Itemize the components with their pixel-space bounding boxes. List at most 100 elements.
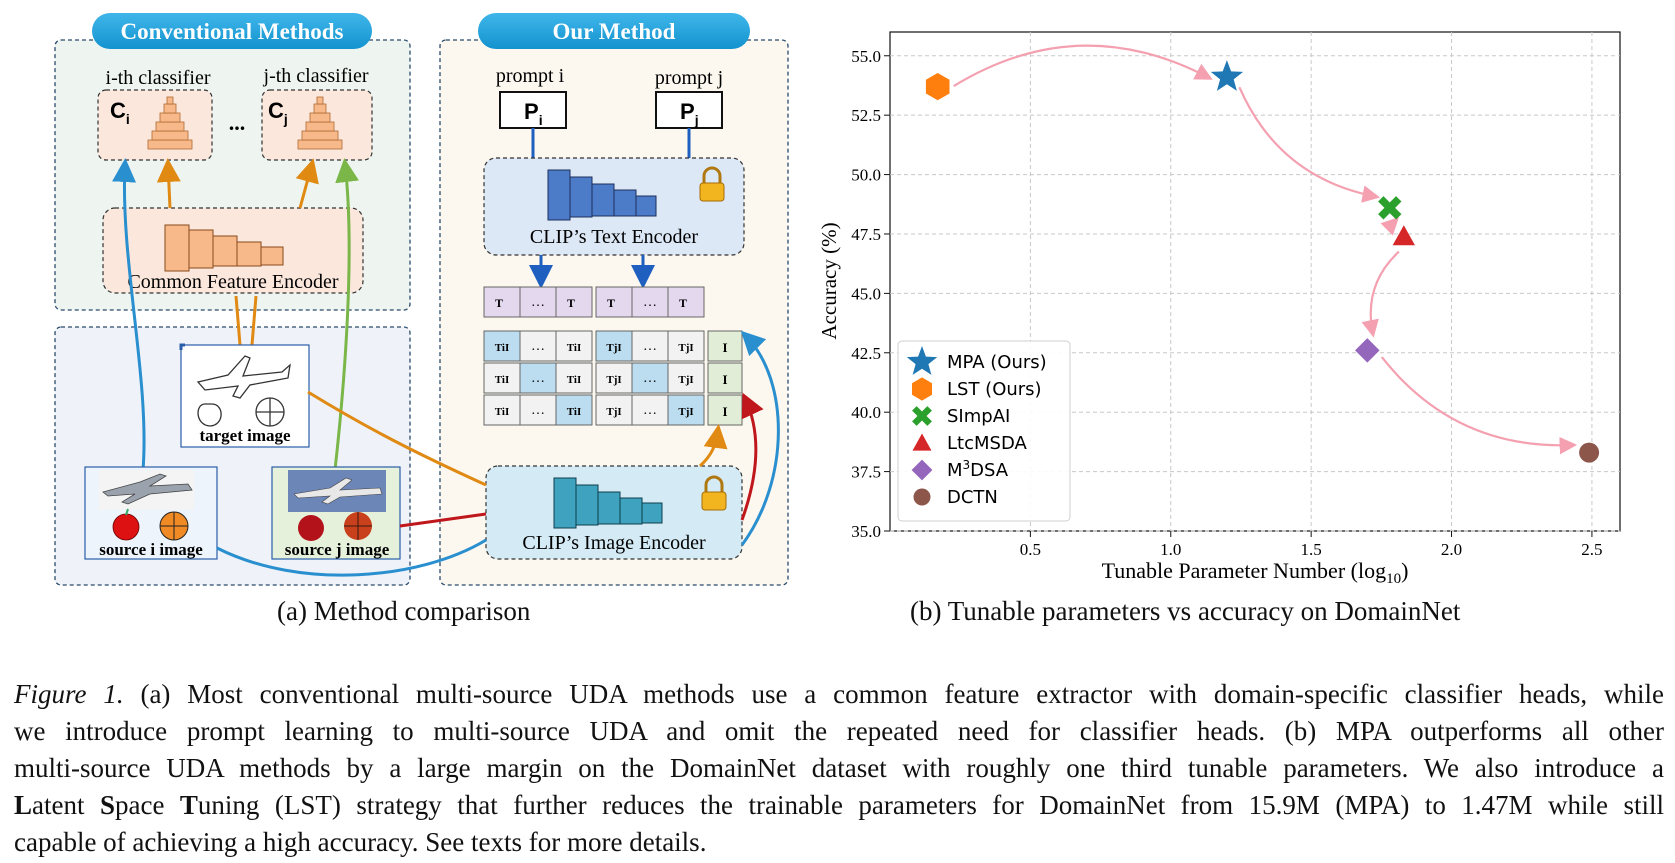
caption-line-3: multi-source UDA methods by a large marg… xyxy=(14,753,1664,783)
trend-arrows xyxy=(953,44,1578,455)
sim-cell xyxy=(595,362,633,394)
sim-cell-dots: … xyxy=(643,371,657,386)
legend-marker-hexagon xyxy=(912,377,932,401)
token-tik: T xyxy=(567,296,575,310)
sim-cell xyxy=(519,362,557,394)
sim-cell xyxy=(631,330,669,362)
sim-cell xyxy=(631,362,669,394)
sim-cell xyxy=(555,330,593,362)
sim-cell xyxy=(667,362,705,394)
legend-marker-star xyxy=(906,346,938,375)
legend-marker-circle xyxy=(913,488,931,506)
sim-cell-dots: … xyxy=(531,339,545,354)
y-tick-label: 50.0 xyxy=(851,166,881,185)
subcaption-a: (a) Method comparison xyxy=(277,596,531,626)
arrow-target-to-image-encoder xyxy=(307,390,487,487)
token-tj-dots: … xyxy=(643,295,657,310)
legend-label: SImpAI xyxy=(947,406,1010,427)
common-encoder-blocks-icon xyxy=(164,224,284,272)
prompt-j-box xyxy=(655,91,723,129)
classifier-ellipsis: ... xyxy=(229,110,246,135)
y-tick-label: 35.0 xyxy=(851,522,881,541)
text-tokens-i: T … T xyxy=(483,286,593,318)
legend-label: M3DSA xyxy=(947,458,1009,481)
legend-marker-triangle xyxy=(912,433,932,451)
sim-cell-label: TjI xyxy=(606,406,621,418)
conventional-title-pill xyxy=(92,13,372,49)
sim-cell-label: TjI xyxy=(606,374,621,386)
prompt-j-symbol: Pj xyxy=(680,99,699,128)
y-tick-label: 47.5 xyxy=(851,225,881,244)
sim-cell xyxy=(519,330,557,362)
prompt-i-label: prompt i xyxy=(496,65,565,87)
trend-arrow xyxy=(1361,250,1400,338)
y-tick-label: 55.0 xyxy=(851,47,881,66)
point-ltcmsda xyxy=(1392,225,1415,246)
arrow-target-to-encoder xyxy=(234,295,258,346)
x-tick-label: 2.0 xyxy=(1441,540,1462,559)
panel-b-chart: 35.037.540.042.545.047.550.052.555.0 0.5… xyxy=(817,31,1621,587)
sim-cell xyxy=(667,330,705,362)
source-j-photo xyxy=(288,470,386,541)
legend-label: LST (Ours) xyxy=(947,379,1042,400)
prompt-j-label: prompt j xyxy=(655,67,723,89)
arrow-source-i-to-image-encoder xyxy=(216,538,487,577)
classifier-i-symbol: Ci xyxy=(110,98,130,127)
panel-a-method-comparison: Conventional Methods Our Method i-th cla… xyxy=(54,13,789,586)
sim-cell-label: TiI xyxy=(495,374,509,386)
y-tick-label: 42.5 xyxy=(851,344,881,363)
prompt-i-symbol: Pi xyxy=(524,99,543,128)
x-axis-label: Tunable Parameter Number (log10) xyxy=(1102,558,1409,587)
text-encoder-lock-icon xyxy=(699,166,725,202)
point-lst-ours xyxy=(925,73,950,101)
classifier-i-pyramid-icon xyxy=(147,96,193,150)
legend: MPA (Ours)LST (Ours)SImpAILtcMSDAM3DSADC… xyxy=(897,340,1071,522)
point-mpa-ours xyxy=(1210,60,1244,91)
source-i-photo xyxy=(99,470,194,541)
sim-cell-label: TiI xyxy=(567,374,581,386)
source-j-image-label: source j image xyxy=(285,540,390,559)
arrow-image-encoder-to-i1 xyxy=(740,330,780,546)
caption-line-4: Latent Space Tuning (LST) strategy that … xyxy=(14,790,1664,820)
subcaption-b: (b) Tunable parameters vs accuracy on Do… xyxy=(910,596,1461,626)
trend-arrow xyxy=(1380,356,1578,455)
classifier-i-label: i-th classifier xyxy=(106,67,211,89)
trend-arrow xyxy=(1238,86,1381,203)
x-tick-label: 2.5 xyxy=(1581,540,1602,559)
sim-cell xyxy=(595,330,633,362)
token-tjk: T xyxy=(679,296,687,310)
token-ti-dots: … xyxy=(531,295,545,310)
sim-cell-label: TjI xyxy=(678,374,693,386)
y-tick-label: 52.5 xyxy=(851,106,881,125)
image-encoder-blocks-icon xyxy=(553,477,663,529)
x-tick-label: 1.0 xyxy=(1160,540,1181,559)
our-method-title: Our Method xyxy=(553,19,676,44)
legend-box xyxy=(897,340,1071,522)
sim-cell xyxy=(667,394,705,426)
sim-cell xyxy=(555,362,593,394)
caption-line-2: we introduce prompt learning to multi-so… xyxy=(14,716,1664,746)
image-encoder-lock-icon xyxy=(701,475,727,511)
sim-cell-label: TjI xyxy=(678,342,693,354)
x-tick-label: 1.5 xyxy=(1301,540,1322,559)
sim-cell xyxy=(595,394,633,426)
token-i3: I xyxy=(722,404,727,419)
point-m3dsa xyxy=(1355,338,1380,363)
sim-cell-dots: … xyxy=(531,371,545,386)
image-encoder-label: CLIP’s Image Encoder xyxy=(522,532,706,554)
trend-arrow xyxy=(1380,217,1400,236)
sim-cell-label: TiI xyxy=(495,342,509,354)
common-encoder-label: Common Feature Encoder xyxy=(127,271,338,293)
sim-cell-dots: … xyxy=(531,403,545,418)
point-simpai xyxy=(1378,196,1402,220)
point-dctn xyxy=(1579,442,1600,463)
y-tick-label: 45.0 xyxy=(851,284,881,303)
sim-cell-label: TiI xyxy=(567,406,581,418)
image-tokens: I I I xyxy=(707,330,743,426)
sim-cell-dots: … xyxy=(643,339,657,354)
sim-cell xyxy=(631,394,669,426)
sim-cell xyxy=(483,362,521,394)
token-ti1: T xyxy=(495,296,503,310)
y-axis-ticks: 35.037.540.042.545.047.550.052.555.0 xyxy=(851,47,890,541)
